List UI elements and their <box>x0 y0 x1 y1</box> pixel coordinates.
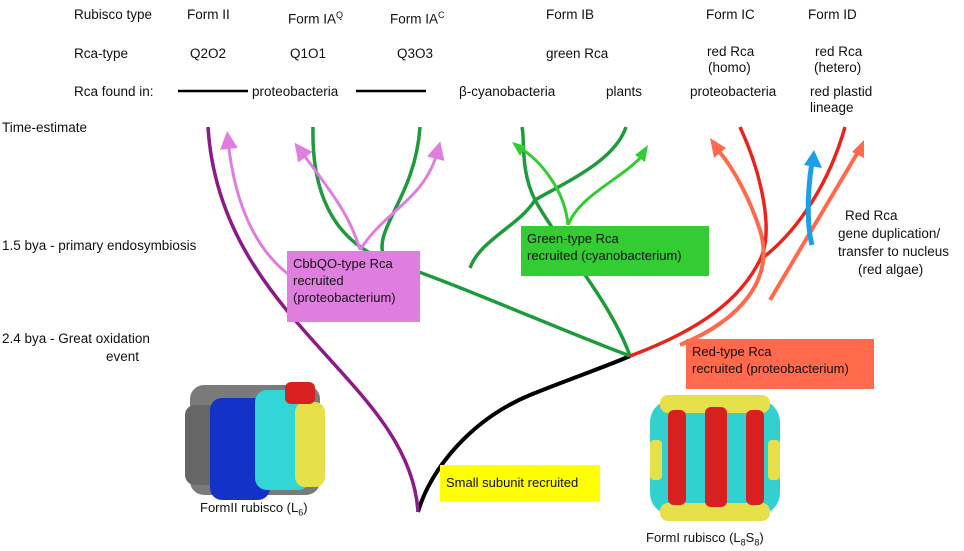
red-arrow-id <box>768 150 860 302</box>
rca-red-hetero-2: (hetero) <box>814 60 862 75</box>
row-label-time-estimate: Time-estimate <box>2 120 88 135</box>
green-line1: Green-type Rca <box>527 231 619 246</box>
form-ia-c-sup: C <box>438 10 445 20</box>
green-arrowhead-plants <box>635 145 648 162</box>
rca-green: green Rca <box>546 46 609 61</box>
form-ic-header: Form IC <box>706 7 755 22</box>
found-proteobacteria-1: proteobacteria <box>252 84 339 99</box>
found-cyanobacteria: β-cyanobacteria <box>459 84 556 99</box>
blue-arrowhead <box>804 150 822 168</box>
small-line1: Small subunit recruited <box>446 475 579 490</box>
form-ib-plants-branch <box>534 126 628 202</box>
cbbqo-arrow-form-ia-q <box>294 142 362 251</box>
row-label-rca-found-in: Rca found in: <box>74 84 154 99</box>
red-line2: recruited (proteobacterium) <box>692 361 849 376</box>
formii-label-text: FormII rubisco (L <box>200 500 299 515</box>
cbbqo-line1: CbbQO-type Rca <box>293 256 393 271</box>
red-rca-note-2: gene duplication/ <box>838 226 941 241</box>
formii-label-sub: 6 <box>298 507 304 518</box>
form-ia-q-sup: Q <box>336 10 344 20</box>
small-subunit-box: Small subunit recruited <box>440 465 600 501</box>
rca-red-homo-2: (homo) <box>708 60 751 75</box>
formi-label-sub1: 8 <box>740 537 746 548</box>
red-line1: Red-type Rca <box>692 344 772 359</box>
form-ic-branch <box>629 126 768 358</box>
blue-transfer-arrow <box>805 161 815 246</box>
formii-structure-label: FormII rubisco (L6) <box>200 500 308 521</box>
red-arrowhead-id <box>852 140 864 158</box>
cbbqo-arrow-form-ia-c <box>358 141 445 251</box>
rca-red-hetero: red Rca <box>815 44 863 59</box>
red-rca-note-4: (red algae) <box>858 262 924 277</box>
green-recruited-box: Green-type Rca recruited (cyanobacterium… <box>521 226 709 276</box>
root-black-branch <box>416 354 631 513</box>
formii-structure-image <box>185 382 325 500</box>
rca-q1o1: Q1O1 <box>290 46 327 61</box>
time-primary-endosymbiosis: 1.5 bya - primary endosymbiosis <box>2 238 197 253</box>
form-ia-c-name: Form IA <box>390 11 439 27</box>
cbbqo-recruited-box: CbbQO-type Rca recruited (proteobacteriu… <box>287 251 420 322</box>
form-ia-q-header: Form IAQ <box>288 7 343 28</box>
time-great-oxidation: 2.4 bya - Great oxidation <box>2 331 150 346</box>
formi-structure-label: FormI rubisco (L8S8) <box>646 530 764 551</box>
rca-red-homo: red Rca <box>707 44 755 59</box>
form-ia-c-header: Form IAC <box>390 7 445 28</box>
red-recruited-box: Red-type Rca recruited (proteobacterium) <box>686 339 874 389</box>
found-red-plastid: red plastid <box>810 84 873 99</box>
form-ii-branch <box>206 126 420 513</box>
form-ib-inner <box>468 199 537 269</box>
formi-label-sub2: 8 <box>754 537 760 548</box>
red-arrow-ic <box>679 148 766 347</box>
green-arrow-plants <box>566 154 644 226</box>
row-label-rca-type: Rca-type <box>74 46 129 61</box>
green-arrow-cyano <box>519 146 570 226</box>
form-ib-header: Form IB <box>546 7 595 22</box>
time-great-oxidation-event: event <box>106 349 140 364</box>
form-id-branch <box>758 126 847 262</box>
green-arrowhead-cyano <box>512 142 526 156</box>
red-arrowhead-ic <box>710 138 726 158</box>
formi-label-mid: S <box>745 530 755 545</box>
formi-label-text: FormI rubisco (L <box>646 530 741 545</box>
formii-label-end: ) <box>303 500 308 515</box>
form-ia-q-name: Form IA <box>288 11 337 27</box>
red-rca-note-1: Red Rca <box>845 208 898 223</box>
found-red-plastid-lineage: lineage <box>810 100 854 115</box>
found-proteobacteria-2: proteobacteria <box>690 84 777 99</box>
row-label-rubisco-type: Rubisco type <box>74 7 153 22</box>
form-id-header: Form ID <box>808 7 857 22</box>
cbbqo-line3: (proteobacterium) <box>293 290 396 305</box>
red-rca-note-3: transfer to nucleus <box>838 244 950 259</box>
rca-q3o3: Q3O3 <box>397 46 434 61</box>
form-ii-header: Form II <box>187 7 230 22</box>
cbbqo-line2: recruited <box>293 273 344 288</box>
formi-label-end: ) <box>759 530 764 545</box>
rca-q2o2: Q2O2 <box>190 46 227 61</box>
found-plants: plants <box>606 84 643 99</box>
green-line2: recruited (cyanobacterium) <box>527 248 682 263</box>
formi-structure-image <box>650 395 780 521</box>
